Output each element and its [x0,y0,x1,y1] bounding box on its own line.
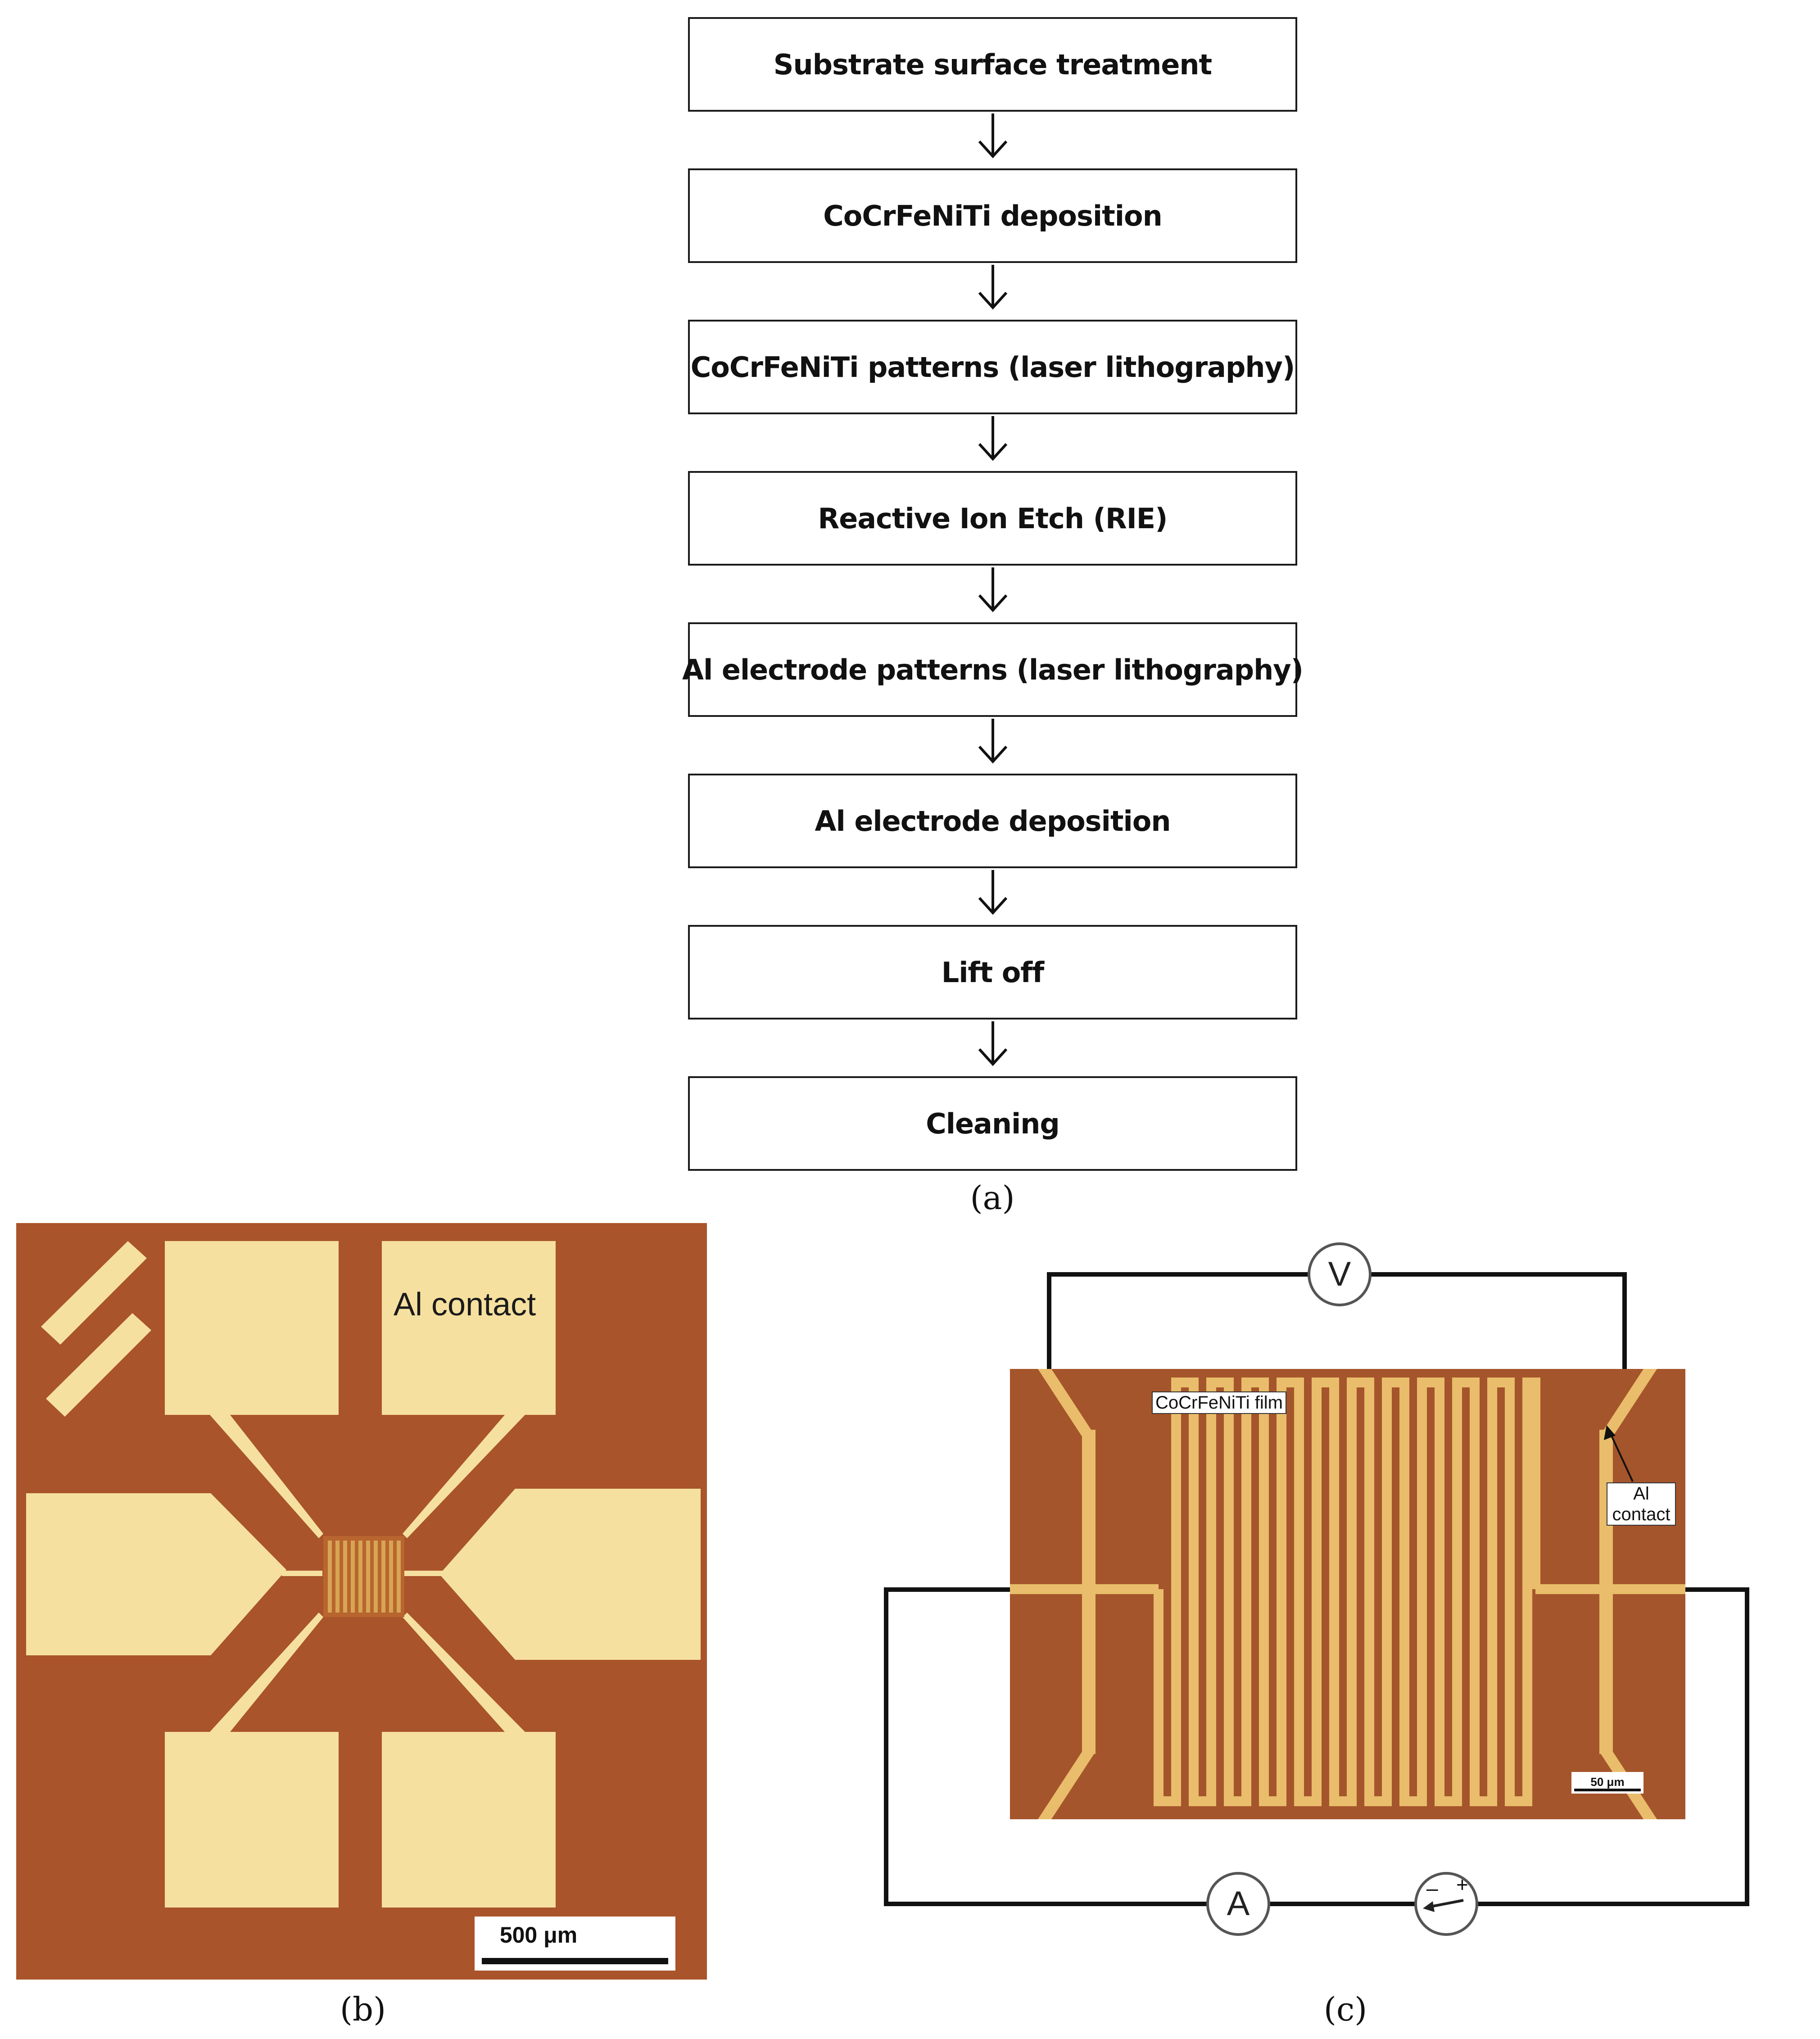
scale-bar [482,1958,668,1964]
electrode-trace [403,1613,525,1732]
ammeter-label: A [1227,1885,1250,1923]
source-minus-sign: – [1426,1876,1438,1900]
flow-step-film-deposition: CoCrFeNiTi deposition [688,168,1297,263]
al-contact-label: Al contact [1607,1482,1676,1526]
down-arrow-icon [978,265,1008,310]
micrograph-panel: Al contact 500 μm [16,1223,707,1980]
down-arrow-icon [978,416,1008,461]
contact-pad [382,1241,556,1415]
panel-label-b: (b) [340,1990,386,2028]
four-probe-circuit [884,1242,1749,1936]
voltmeter-symbol [1308,1242,1372,1306]
flow-step-electrode-patterns: Al electrode patterns (laser lithography… [682,622,1304,717]
annotation-arrow [1609,1432,1634,1482]
film-label: CoCrFeNiTi film [1152,1391,1286,1414]
flow-step-cleaning: Cleaning [688,1076,1297,1171]
down-arrow-icon [978,113,1008,159]
electrode-trace [282,1571,322,1576]
voltmeter-label: V [1328,1255,1351,1293]
alignment-mark [46,1313,151,1417]
scale-bar [1574,1789,1641,1791]
scale-bar-label: 50 μm [1590,1775,1625,1789]
flow-step-surface-treatment: Substrate surface treatment [688,17,1297,112]
device-micrograph [16,1223,707,1980]
flow-step-rie: Reactive Ion Etch (RIE) [688,471,1297,566]
down-arrow-icon [978,719,1008,764]
flow-step-electrode-deposition: Al electrode deposition [688,774,1297,868]
source-plus-sign: + [1456,1873,1468,1896]
contact-pad [439,1489,701,1660]
panel-label-c: (c) [1323,1990,1367,2028]
electrode-trace [404,1571,445,1576]
flow-step-film-patterns: CoCrFeNiTi patterns (laser lithography) [688,320,1297,414]
arrow-left-icon [1428,1899,1464,1908]
panel-label-a: (a) [970,1179,1015,1217]
scale-bar-label: 500 μm [499,1922,578,1948]
contact-pad [165,1732,339,1908]
electrode-trace [210,1415,323,1538]
down-arrow-icon [978,870,1008,915]
serpentine-film [1154,1377,1540,1806]
left-electrode [1010,1369,1159,1819]
ammeter-symbol [1206,1872,1270,1936]
serpentine-film [328,1541,401,1613]
al-contact-label: Al contact [394,1287,536,1323]
contact-pad [382,1732,556,1908]
flow-step-lift-off: Lift off [688,925,1297,1020]
contact-pad [165,1241,339,1415]
down-arrow-icon [978,567,1008,612]
down-arrow-icon [978,1021,1008,1066]
arrow-head-icon [1604,1425,1616,1440]
measurement-schematic: CoCrFeNiTi film Al contact 50 μm V A – + [878,1225,1815,1954]
current-wire [884,1587,1749,1906]
contact-pad [26,1493,286,1655]
electrode-trace [403,1415,525,1538]
electrode-trace [210,1613,323,1732]
right-electrode [1535,1369,1685,1819]
alignment-mark [41,1241,147,1345]
